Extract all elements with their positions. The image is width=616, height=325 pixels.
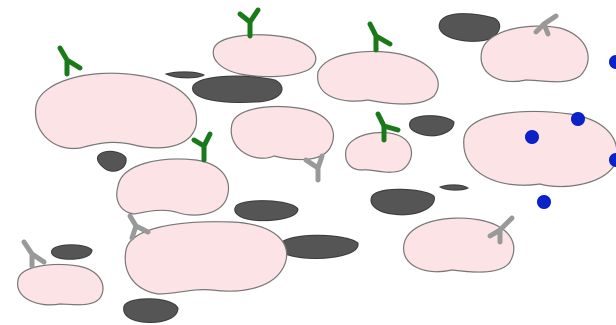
debris-blob: [166, 72, 204, 78]
debris-blob: [235, 201, 298, 221]
green-antibody-icon: [370, 24, 390, 50]
cell: [481, 26, 588, 82]
cell: [231, 107, 333, 160]
debris-blob: [52, 245, 93, 259]
cell: [18, 265, 103, 305]
debris-blob: [371, 189, 434, 215]
blue-dot: [609, 55, 616, 69]
cell: [318, 51, 439, 104]
debris-blob: [410, 116, 454, 136]
cell: [117, 159, 229, 215]
gray-antibody-icon: [306, 156, 322, 180]
cell: [346, 132, 412, 172]
cell: [213, 35, 316, 77]
debris-blob: [279, 235, 358, 258]
green-antibody-icon: [240, 10, 258, 36]
green-antibody-icon: [194, 134, 210, 160]
blue-dot: [525, 130, 539, 144]
cell: [404, 218, 514, 272]
green-antibody-icon: [60, 48, 80, 74]
blue-dot: [571, 112, 585, 126]
blue-dot: [537, 195, 551, 209]
debris-blob: [124, 299, 178, 323]
cell: [35, 73, 196, 148]
debris-blob: [439, 14, 500, 42]
debris-blob: [440, 185, 468, 190]
cell: [464, 112, 616, 187]
gray-antibody-icon: [24, 242, 44, 266]
debris-blob: [193, 76, 283, 102]
debris-blob: [97, 151, 126, 171]
